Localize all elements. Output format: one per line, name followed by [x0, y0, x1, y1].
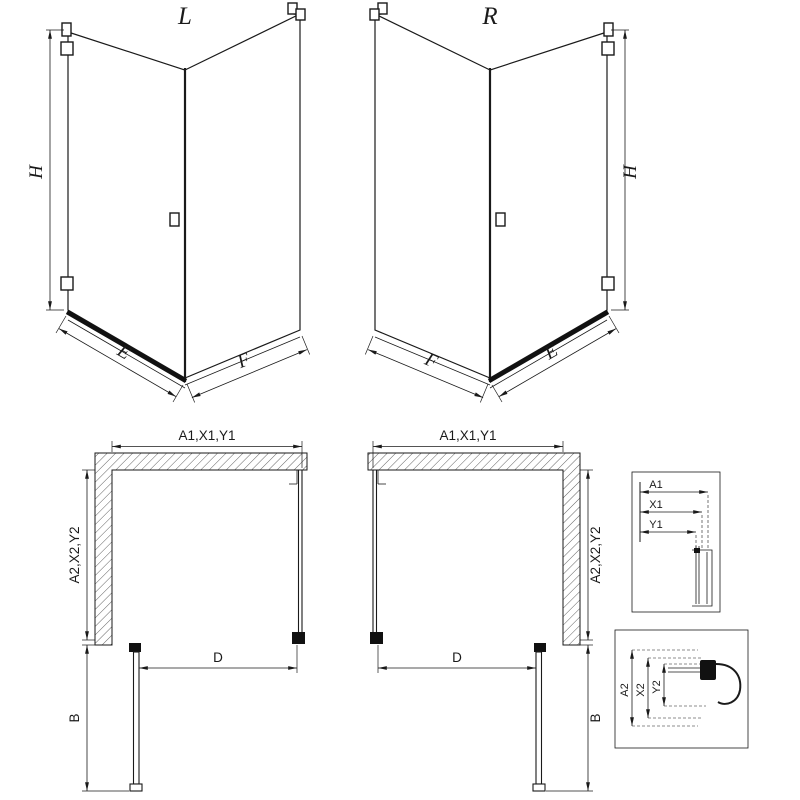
plan-view-right-version: A1,X1,Y1 A2,X2,Y2 B D — [367, 428, 603, 792]
wall-bracket-icon — [295, 8, 306, 21]
door-projection-dim-label: B — [588, 713, 603, 722]
detail-dim-label: Y2 — [651, 680, 663, 693]
hinge-top-icon — [60, 41, 74, 56]
door-projection-dim-label: B — [67, 713, 82, 722]
iso-view-right-version: R H F E — [364, 2, 641, 403]
fixed-panel-plan — [370, 470, 383, 644]
hinge-top-icon — [601, 41, 615, 56]
fixed-panel-plan — [292, 470, 305, 644]
dim-door-projection-B: B — [67, 644, 129, 792]
door-hinge-block — [129, 643, 141, 652]
wall-section — [367, 452, 581, 646]
dim-A2: A2 — [619, 650, 634, 726]
dim-opening-D: D — [139, 645, 298, 673]
dim-A1: A1 — [640, 479, 708, 494]
dim-depth-A2X2Y2: A2,X2,Y2 — [67, 469, 95, 641]
detail-frame — [614, 629, 749, 749]
dim-Y1: Y1 — [640, 519, 696, 534]
profile-clamp — [694, 548, 700, 553]
detail-dim-label: A1 — [649, 479, 662, 491]
fixed-glass-panel — [184, 13, 301, 379]
wall-corner-bracket — [289, 470, 298, 485]
opening-dim-label: D — [452, 650, 462, 665]
dim-opening-D: D — [377, 645, 536, 673]
detail-wall-profile-top: A1 X1 Y1 — [631, 471, 721, 613]
variant-label-right: R — [481, 3, 497, 30]
hinge-body — [700, 660, 716, 680]
adjustment-reference-lines — [632, 649, 706, 727]
panel-foot-profile — [292, 632, 305, 644]
depth-dim-label: A2,X2,Y2 — [67, 526, 82, 583]
door-handle-icon — [495, 212, 506, 227]
dim-height-H: H — [611, 29, 641, 311]
detail-threshold-profile-bottom: A2 X2 Y2 — [614, 629, 749, 749]
door-hinge-block — [534, 643, 546, 652]
detail-dim-label: Y1 — [649, 519, 662, 531]
width-dim-label: A1,X1,Y1 — [439, 428, 496, 443]
dim-width-A1X1Y1: A1,X1,Y1 — [111, 428, 303, 468]
door-width-dim-label: E — [540, 340, 562, 365]
plan-view-left-version: A1,X1,Y1 A2,X2,Y2 B D — [67, 428, 308, 792]
wall-profile-section — [692, 546, 713, 607]
dim-depth-A2X2Y2: A2,X2,Y2 — [580, 469, 603, 641]
depth-dim-label: A2,X2,Y2 — [588, 526, 603, 583]
fixed-glass-panel — [374, 13, 491, 379]
drip-profile-curve — [715, 663, 742, 705]
wall-bracket-icon — [369, 8, 380, 21]
dim-X2: X2 — [635, 658, 650, 718]
wall-profile-top-icon — [603, 22, 614, 37]
door-leaf — [535, 651, 543, 785]
threshold-profile-section — [668, 660, 742, 705]
wall-corner-bracket — [377, 470, 386, 485]
hinge-bottom-icon — [601, 276, 615, 291]
height-dim-label: H — [26, 164, 47, 180]
wall-profile-top-icon — [61, 22, 72, 37]
adjustment-reference-lines — [695, 495, 709, 550]
dim-height-H: H — [26, 29, 64, 311]
width-dim-label: A1,X1,Y1 — [178, 428, 235, 443]
dim-width-A1X1Y1: A1,X1,Y1 — [372, 428, 564, 468]
detail-dim-label: X1 — [649, 499, 662, 511]
variant-label-left: L — [177, 3, 192, 30]
detail-dim-label: A2 — [619, 683, 631, 696]
iso-view-left-version: L H E — [26, 2, 311, 403]
door-end-cap — [532, 783, 546, 792]
hinge-bottom-icon — [60, 276, 74, 291]
open-door-plan — [532, 643, 546, 792]
fixed-width-dim-label: F — [421, 349, 441, 373]
open-door-plan — [129, 643, 143, 792]
dim-X1: X1 — [640, 499, 702, 514]
detail-frame — [631, 471, 721, 613]
opening-dim-label: D — [213, 650, 223, 665]
detail-dim-label: X2 — [635, 683, 647, 696]
fixed-width-dim-label: F — [233, 349, 253, 373]
wall-section — [94, 452, 308, 646]
panel-foot-profile — [370, 632, 383, 644]
height-dim-label: H — [620, 164, 641, 180]
door-glass-panel — [67, 31, 186, 380]
door-handle-icon — [169, 212, 180, 227]
dim-door-projection-B: B — [546, 644, 603, 792]
door-leaf — [132, 651, 140, 785]
dim-Y2: Y2 — [651, 664, 666, 706]
door-end-cap — [129, 783, 143, 792]
door-glass-panel — [489, 31, 608, 380]
door-width-dim-label: E — [113, 340, 135, 365]
